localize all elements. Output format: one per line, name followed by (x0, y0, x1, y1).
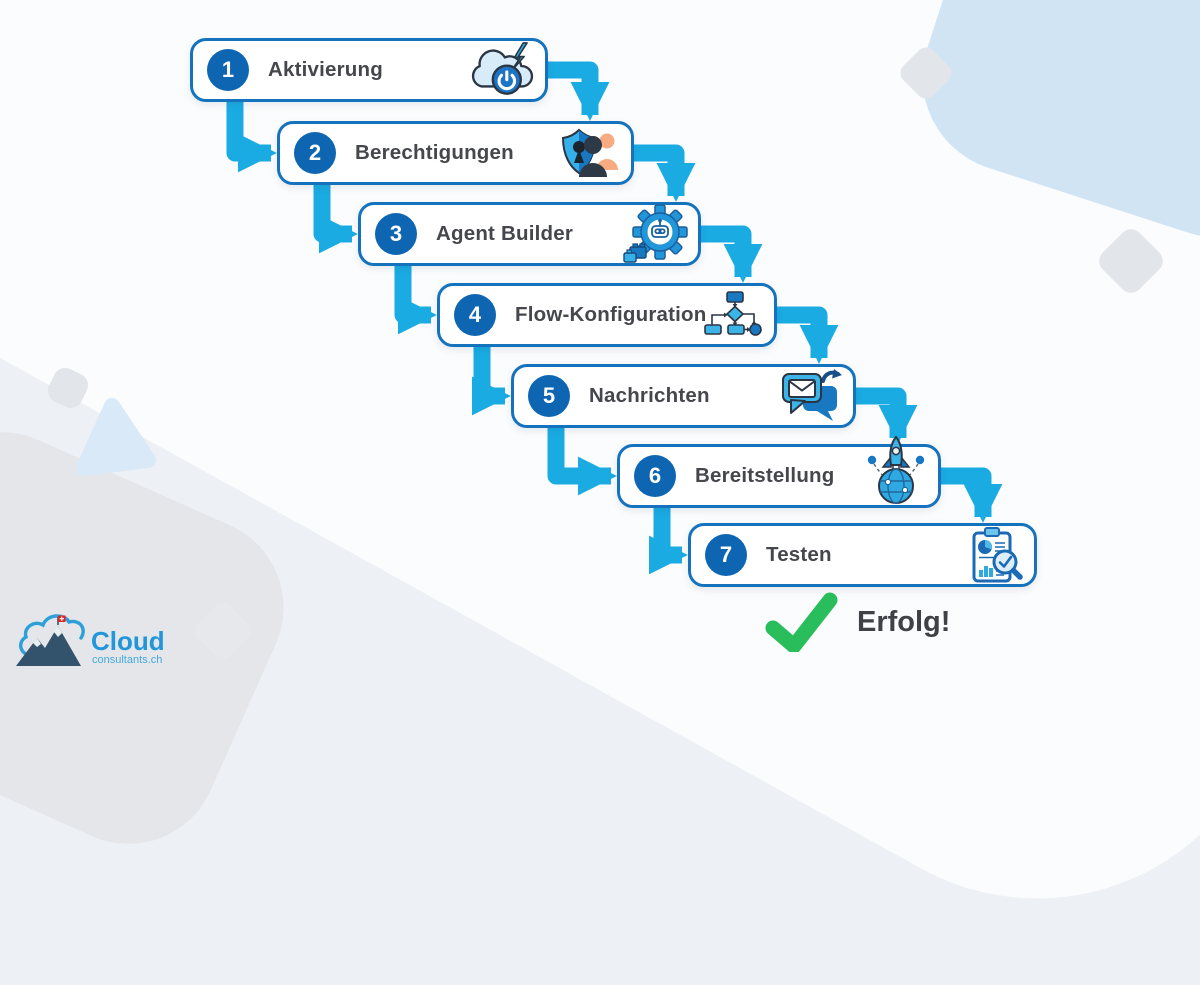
step-box-flow-konfiguration: 4 Flow-Konfiguration (437, 283, 777, 347)
step-box-nachrichten: 5 Nachrichten (511, 364, 856, 428)
step-label: Berechtigungen (355, 141, 514, 164)
step-number-badge: 1 (207, 49, 249, 91)
step-box-berechtigungen: 2 Berechtigungen (277, 121, 634, 185)
success-label: Erfolg! (857, 605, 951, 638)
step-number-badge: 7 (705, 534, 747, 576)
step-label: Aktivierung (268, 58, 383, 81)
step-number-badge: 2 (294, 132, 336, 174)
step-number-badge: 4 (454, 294, 496, 336)
step-box-aktivierung: 1 Aktivierung (190, 38, 548, 102)
step-label: Bereitstellung (695, 464, 835, 487)
step-number-badge: 3 (375, 213, 417, 255)
checkmark-icon (765, 592, 838, 652)
chat-messages-icon (779, 368, 843, 424)
cloud-power-icon (467, 41, 535, 99)
step-label: Agent Builder (436, 222, 573, 245)
step-box-bereitstellung: 6 Bereitstellung (617, 435, 941, 508)
decor-triangle (76, 398, 156, 476)
cloud-mountain-logo: Cloud consultants.ch (14, 610, 172, 672)
step-number-badge: 6 (634, 455, 676, 497)
step-box-testen: 7 Testen (688, 523, 1037, 587)
clipboard-report-icon (964, 526, 1024, 584)
gear-robot-icon (622, 203, 688, 265)
shield-users-icon (557, 125, 621, 181)
step-label: Flow-Konfiguration (515, 303, 707, 326)
step-label: Testen (766, 543, 832, 566)
rocket-globe-icon (864, 433, 928, 507)
step-box-agent-builder: 3 Agent Builder (358, 202, 701, 266)
logo-name: Cloud (91, 626, 165, 656)
step-number-badge: 5 (528, 375, 570, 417)
step-label: Nachrichten (589, 384, 710, 407)
logo-domain: consultants.ch (92, 654, 162, 666)
success-row: Erfolg! (763, 592, 950, 652)
flowchart-icon (702, 288, 764, 342)
